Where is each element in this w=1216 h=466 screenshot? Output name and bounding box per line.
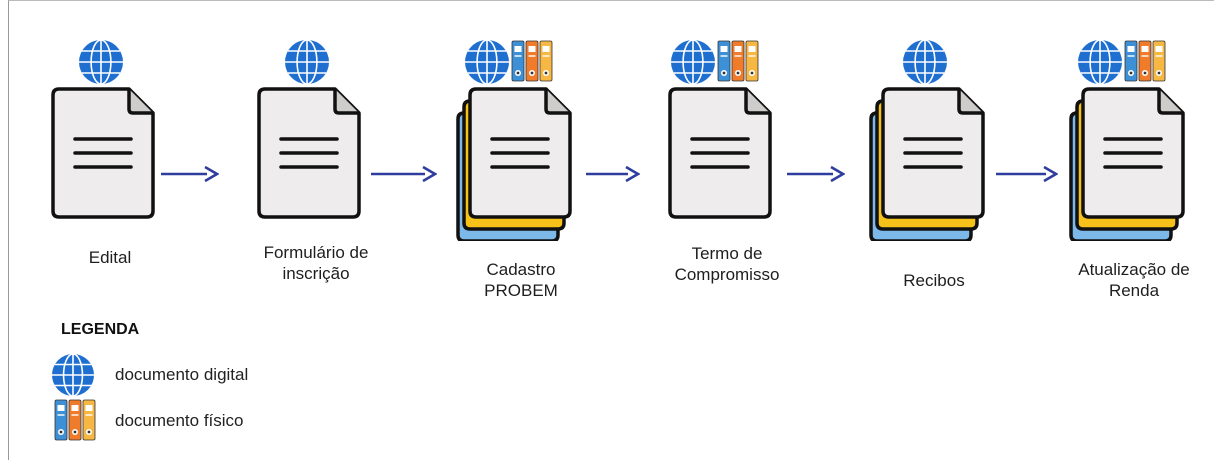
step-formulario: Formulário de inscrição [221,1,411,321]
step-termo-compromisso: Termo de Compromisso [632,1,822,321]
step-cadastro-probem: Cadastro PROBEM [426,1,616,321]
arrow-3 [586,165,640,183]
globe-icon [465,39,509,85]
globe-icon [79,39,123,85]
globe-icon [1078,39,1122,85]
step-edital: Edital [15,1,205,321]
step-icons [668,39,772,219]
step-label: Edital [88,248,132,267]
arrow-2 [371,165,437,183]
step-icons [456,39,572,241]
globe-icon [52,353,94,397]
arrow-5 [996,165,1058,183]
step-label: Termo de Compromisso [674,244,780,284]
document-icon [257,87,361,219]
globe-icon [285,39,329,85]
step-label: Cadastro PROBEM [484,260,558,300]
legend-item-digital: documento digital [49,353,409,397]
step-icons [51,39,155,219]
legend-title: LEGENDA [61,321,140,338]
document-icon [668,87,772,219]
globe-icon [903,39,947,85]
step-label: Atualização de Renda [1078,260,1190,300]
binders-icon [717,40,759,82]
globe-icon [52,353,94,397]
step-label: Formulário de inscrição [263,243,369,283]
document-icon [869,87,985,241]
step-atualizacao-renda: Atualização de Renda [1039,1,1216,321]
binders-icon [54,399,96,441]
binders-icon [54,399,96,441]
step-label: Recibos [903,271,965,290]
legend-item-fisico: documento físico [49,399,409,443]
arrow-1 [161,165,219,183]
document-icon [1069,87,1185,241]
step-icons [869,39,985,241]
flow-diagram: Edital Formulário de inscrição Cadastro … [8,0,1214,460]
legend-item-label: documento físico [115,411,244,430]
arrow-4 [787,165,845,183]
document-icon [51,87,155,219]
step-icons [257,39,361,219]
step-icons [1069,39,1185,241]
binders-icon [511,40,553,82]
step-recibos: Recibos [839,1,1029,321]
binders-icon [1124,40,1166,82]
legend-item-label: documento digital [115,365,249,384]
document-icon [456,87,572,241]
globe-icon [671,39,715,85]
